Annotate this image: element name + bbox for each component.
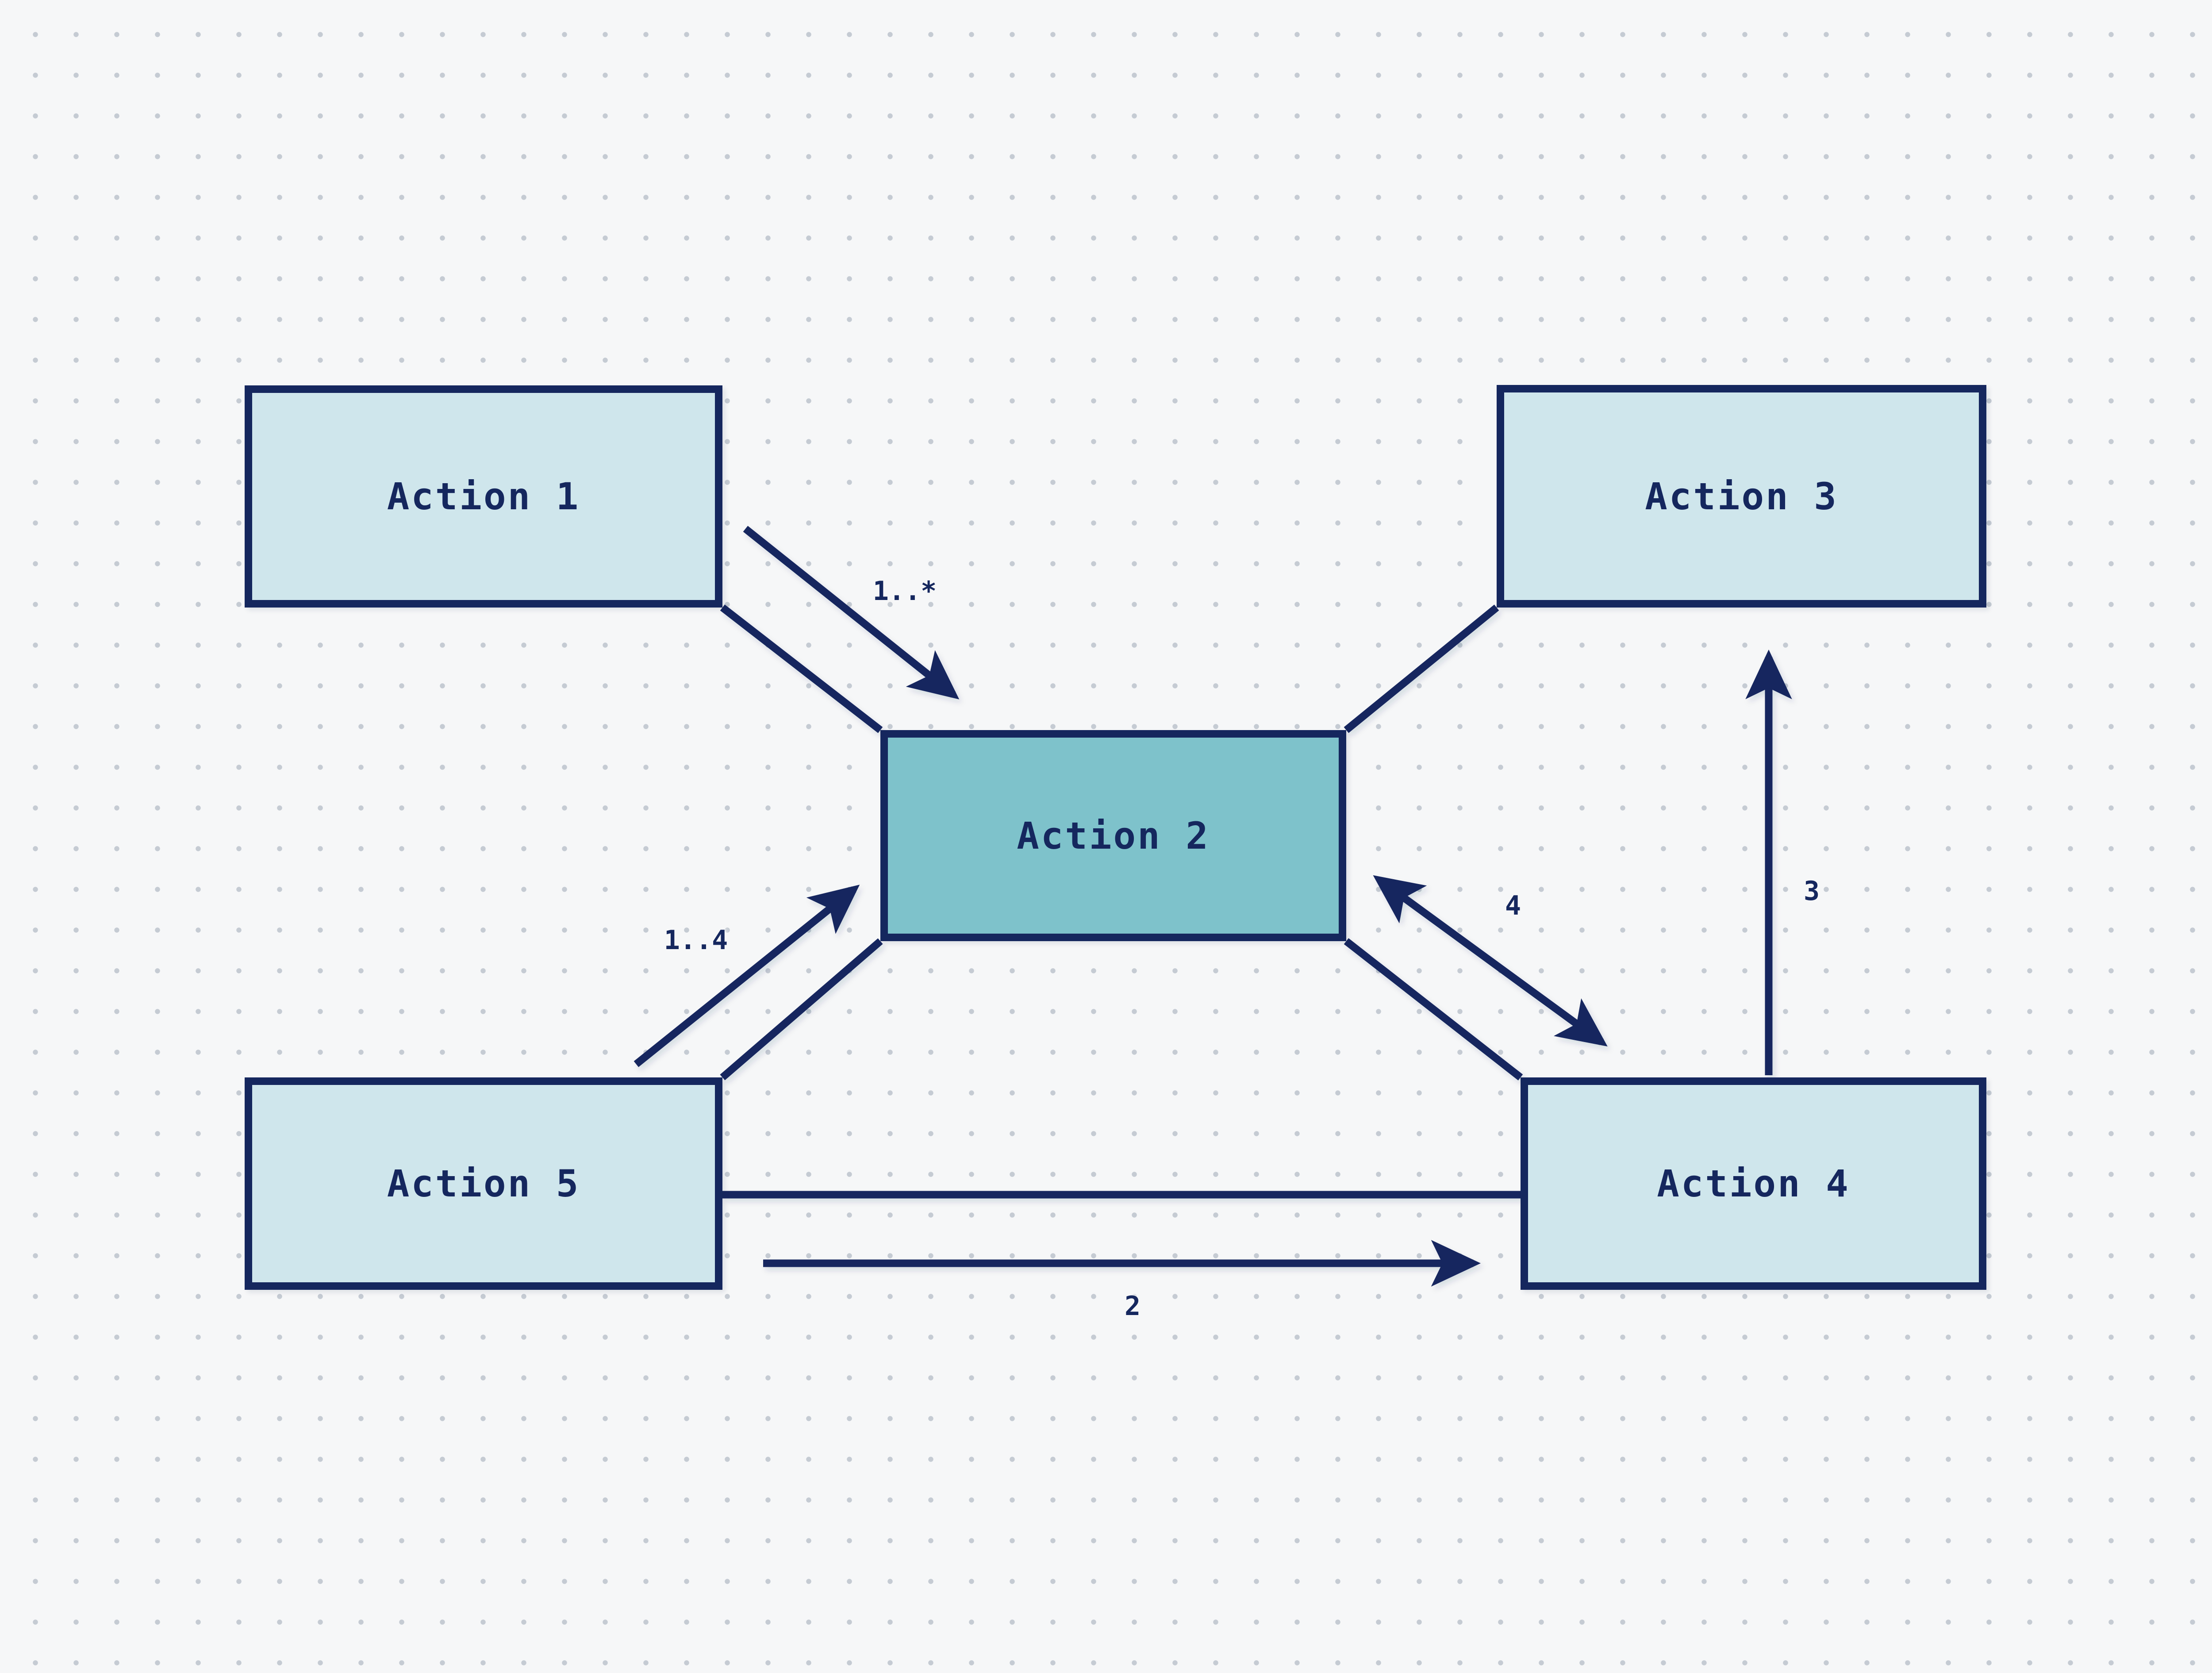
node-action-1[interactable]: Action 1 (245, 385, 722, 608)
edge-label-a1-a2: 1..* (872, 576, 937, 607)
node-label-action-3: Action 3 (1645, 474, 1838, 518)
edge-arrow-a5-a2 (634, 885, 860, 1067)
connector-a2-a3 (1344, 604, 1499, 733)
node-action-5[interactable]: Action 5 (245, 1077, 722, 1290)
node-label-action-5: Action 5 (387, 1162, 580, 1205)
node-label-action-2: Action 2 (1017, 814, 1210, 858)
edge-arrow-a2-a4 (1373, 875, 1608, 1047)
connector-a5-a2 (720, 938, 883, 1081)
node-action-3[interactable]: Action 3 (1497, 385, 1986, 608)
edge-label-a5-a4: 2 (1124, 1291, 1141, 1322)
node-action-4[interactable]: Action 4 (1521, 1077, 1986, 1290)
connector-a1-a2 (720, 604, 883, 733)
edge-label-a5-a2: 1..4 (664, 925, 728, 956)
edge-label-a2-a4: 4 (1505, 890, 1521, 921)
edge-label-a4-a3: 3 (1803, 876, 1820, 907)
node-action-2[interactable]: Action 2 (880, 730, 1346, 941)
node-label-action-1: Action 1 (387, 475, 580, 518)
node-label-action-4: Action 4 (1657, 1162, 1850, 1205)
edge-arrow-a1-a2 (743, 526, 960, 700)
